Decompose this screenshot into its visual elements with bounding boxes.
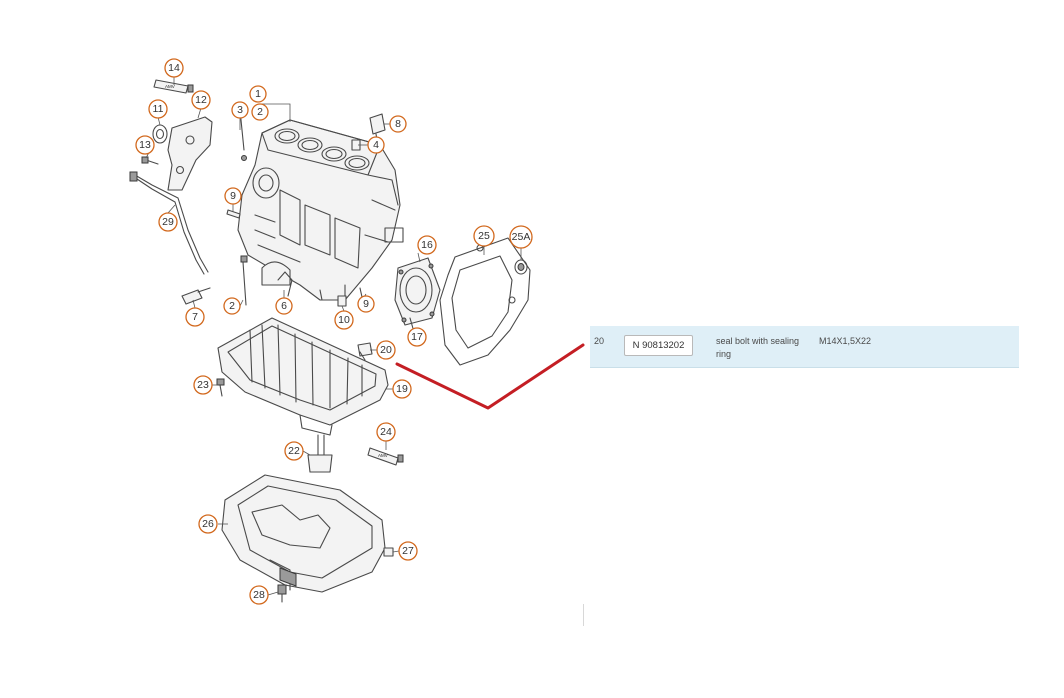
sealant-tag-14: AMV (165, 84, 175, 89)
block-lower-parts (181, 255, 365, 307)
divider-line (583, 604, 584, 626)
callout-label: 25 (478, 230, 490, 242)
oil-pan-lower (221, 474, 394, 603)
callout-9-lower[interactable]: 9 (357, 295, 375, 313)
callout-20[interactable]: 20 (376, 340, 396, 360)
callout-11[interactable]: 11 (148, 99, 168, 119)
callout-16[interactable]: 16 (417, 235, 437, 255)
callout-label: 11 (153, 103, 164, 115)
callout-label: 23 (197, 379, 209, 391)
callout-2[interactable]: 2 (251, 103, 269, 121)
callout-label: 22 (288, 445, 300, 457)
callout-label: 27 (402, 545, 414, 557)
callout-label: 7 (192, 311, 198, 323)
callout-label: 4 (373, 139, 379, 151)
sealant-tube-14: AMV (153, 79, 194, 94)
oil-pickup-22 (307, 434, 333, 473)
top-right-parts (351, 113, 386, 151)
callout-28[interactable]: 28 (249, 585, 269, 605)
callout-label: 20 (380, 344, 392, 356)
callout-8[interactable]: 8 (389, 115, 407, 133)
callout-label: 1 (255, 88, 261, 100)
sealant-tube-24: AMV (367, 447, 404, 466)
callout-13[interactable]: 13 (135, 135, 155, 155)
callout-label: 17 (411, 331, 423, 343)
callout-label: 13 (139, 139, 151, 151)
callout-9[interactable]: 9 (224, 187, 242, 205)
callout-label: 2 (257, 106, 263, 118)
callout-label: 29 (162, 216, 174, 228)
callout-29[interactable]: 29 (158, 212, 178, 232)
callout-label: 2 (229, 300, 235, 312)
callout-23[interactable]: 23 (193, 375, 213, 395)
callout-19[interactable]: 19 (392, 379, 412, 399)
callout-label: 28 (253, 589, 265, 601)
callout-label: 12 (195, 94, 207, 106)
callout-27[interactable]: 27 (398, 541, 418, 561)
callout-label: 14 (168, 62, 180, 74)
callout-17[interactable]: 17 (407, 327, 427, 347)
intermediate-plate-25 (439, 237, 531, 366)
oil-pan-upper (216, 317, 389, 436)
rear-seal-flange-16 (394, 257, 441, 333)
callout-label: 24 (380, 426, 392, 438)
part-position: 20 (594, 336, 605, 346)
callout-24[interactable]: 24 (376, 422, 396, 442)
red-pointer-arrow (395, 343, 585, 410)
part-number-box[interactable]: N 90813202 (624, 335, 693, 356)
sealant-tag-24: AMV (378, 453, 388, 458)
part-row-20[interactable]: 20 N 90813202 seal bolt with sealing rin… (590, 326, 1019, 368)
callout-label: 6 (281, 300, 287, 312)
callout-25[interactable]: 25 (473, 225, 495, 247)
engine-block (237, 119, 404, 301)
callout-2-lower[interactable]: 2 (223, 297, 241, 315)
callout-12[interactable]: 12 (191, 90, 211, 110)
callout-1[interactable]: 1 (249, 85, 267, 103)
callout-label: 8 (395, 118, 401, 130)
callout-label: 25A (512, 231, 531, 243)
callout-22[interactable]: 22 (284, 441, 304, 461)
callout-26[interactable]: 26 (198, 514, 218, 534)
callout-label: 10 (338, 314, 350, 326)
callout-label: 3 (237, 104, 243, 116)
callout-3[interactable]: 3 (231, 101, 249, 119)
callout-7[interactable]: 7 (185, 307, 205, 327)
callout-label: 9 (230, 190, 236, 202)
callout-6[interactable]: 6 (275, 297, 293, 315)
callout-14[interactable]: 14 (164, 58, 184, 78)
callout-label: 9 (363, 298, 369, 310)
callout-25a[interactable]: 25A (509, 225, 533, 249)
callout-label: 19 (396, 383, 408, 395)
callout-label: 26 (202, 518, 214, 530)
top-left-parts: AMV (129, 79, 247, 275)
part-size: M14X1,5X22 (819, 336, 872, 346)
callout-4[interactable]: 4 (367, 136, 385, 154)
callout-label: 16 (421, 239, 433, 251)
callout-10[interactable]: 10 (334, 310, 354, 330)
part-description: seal bolt with sealing ring (716, 336, 800, 359)
